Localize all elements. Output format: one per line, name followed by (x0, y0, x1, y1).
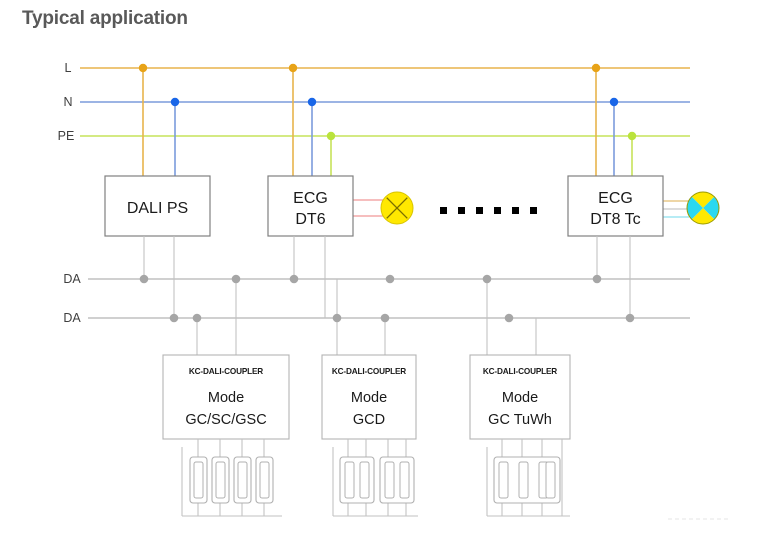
ellipsis-dot (476, 207, 483, 214)
coupler-gcd[interactable]: KC-DALI-COUPLER Mode GCD (321, 354, 418, 517)
drops-dali-ps (138, 63, 180, 177)
bus-node (332, 313, 342, 323)
coupler-3-mode-value: GC TuWh (488, 412, 552, 428)
junction-dot-pe-ecg-dt8 (627, 131, 637, 141)
bus-node (169, 313, 179, 323)
da-drops-from-devices (143, 236, 631, 318)
push-button[interactable] (255, 456, 274, 504)
ecg-dt8-tc-label-line2: DT8 Tc (590, 211, 640, 228)
push-button-inner (193, 461, 204, 499)
coupler-2-mode-label: Mode (351, 390, 387, 406)
coupler-1-box[interactable] (162, 354, 290, 440)
push-button[interactable] (211, 456, 230, 504)
rail-label-n: N (63, 95, 72, 109)
ecg-dt8-tc-box[interactable] (567, 175, 664, 237)
da-drops-to-couplers (196, 279, 537, 356)
coupler-gc-sc-gsc[interactable]: KC-DALI-COUPLER Mode GC/SC/GSC (162, 354, 290, 517)
bus-node (231, 274, 241, 284)
bus-node (139, 274, 149, 284)
coupler-gc-tuwh[interactable]: KC-DALI-COUPLER Mode GC TuWh (469, 354, 571, 517)
coupler-3-mode-label: Mode (502, 390, 538, 406)
lamp-dt8-q-bottom (687, 208, 719, 224)
rocker-switch-double[interactable] (339, 456, 375, 504)
push-button-inner (215, 461, 226, 499)
lamp-wires-dt6 (353, 199, 383, 217)
repeat-ellipsis (440, 207, 537, 214)
junction-dot-l-dali-ps (138, 63, 148, 73)
bus-node (289, 274, 299, 284)
rocker-paddle (399, 461, 410, 499)
push-button[interactable] (189, 456, 208, 504)
bus-node (482, 274, 492, 284)
coupler-3-box[interactable] (469, 354, 571, 440)
lamp-dt8-q-top (687, 192, 719, 208)
rocker-paddle (384, 461, 395, 499)
ellipsis-dot (530, 207, 537, 214)
ellipsis-dot (512, 207, 519, 214)
rocker-paddle (518, 461, 529, 499)
coupler-3-brand: KC-DALI-COUPLER (483, 367, 557, 376)
coupler-1-mode-value: GC/SC/GSC (185, 412, 266, 428)
lamp-single-channel (380, 191, 414, 225)
bus-junction-nodes (139, 274, 635, 323)
ecg-dt8-tc-label-line1: ECG (598, 190, 633, 207)
junction-dot-n-dali-ps (170, 97, 180, 107)
push-button-inner (259, 461, 270, 499)
device-ecg-dt8-tc[interactable]: ECG DT8 Tc (567, 175, 664, 237)
coupler-2-brand: KC-DALI-COUPLER (332, 367, 406, 376)
ecg-dt6-label-line1: ECG (293, 190, 328, 207)
rocker-paddle (498, 461, 509, 499)
bus-label-da1: DA (63, 272, 81, 286)
rocker-paddle (359, 461, 370, 499)
rocker-paddle (344, 461, 355, 499)
ellipsis-dot (458, 207, 465, 214)
rail-label-pe: PE (58, 129, 75, 143)
bus-node (504, 313, 514, 323)
junction-dot-l-ecg-dt6 (288, 63, 298, 73)
mains-rails: L N PE (58, 61, 690, 143)
drops-ecg-dt8 (591, 63, 637, 177)
lamp-dt8-body (686, 191, 720, 225)
rocker-paddle (545, 461, 556, 499)
rocker-switch-double[interactable] (379, 456, 415, 504)
device-dali-ps[interactable]: DALI PS (104, 175, 211, 237)
coupler-2-box[interactable] (321, 354, 417, 440)
coupler-2-mode-value: GCD (353, 412, 385, 428)
dali-ps-label: DALI PS (127, 200, 188, 217)
drops-ecg-dt6 (288, 63, 336, 177)
device-ecg-dt6[interactable]: ECG DT6 (267, 175, 354, 237)
coupler-3-rocker-switch-quad[interactable] (493, 456, 561, 504)
rail-label-l: L (65, 61, 72, 75)
lamp-tunable-white (686, 191, 720, 225)
lamp-dt8-quadrants (687, 192, 719, 224)
ellipsis-dot (494, 207, 501, 214)
ecg-dt6-box[interactable] (267, 175, 354, 237)
bus-node (625, 313, 635, 323)
lamp-dt6-cross-b (386, 197, 408, 219)
coupler-1-mode-label: Mode (208, 390, 244, 406)
junction-dot-n-ecg-dt8 (609, 97, 619, 107)
bus-node (192, 313, 202, 323)
bus-node (592, 274, 602, 284)
coupler-1-push-buttons[interactable] (189, 456, 274, 504)
lamp-dt8-q-left (687, 192, 703, 224)
push-button[interactable] (233, 456, 252, 504)
bus-label-da2: DA (63, 311, 81, 325)
push-button-inner (237, 461, 248, 499)
dali-ps-box[interactable] (104, 175, 211, 237)
page-title: Typical application (22, 8, 188, 29)
ellipsis-dot (440, 207, 447, 214)
lamp-dt8-q-right (703, 192, 719, 224)
coupler-2-rocker-switches[interactable] (339, 456, 415, 504)
coupler-1-brand: KC-DALI-COUPLER (189, 367, 263, 376)
bus-node (380, 313, 390, 323)
junction-dot-pe-ecg-dt6 (326, 131, 336, 141)
lamp-wires-dt8 (663, 200, 689, 218)
ecg-dt6-label-line2: DT6 (295, 211, 325, 228)
junction-dot-n-ecg-dt6 (307, 97, 317, 107)
bus-node (385, 274, 395, 284)
junction-dot-l-ecg-dt8 (591, 63, 601, 73)
